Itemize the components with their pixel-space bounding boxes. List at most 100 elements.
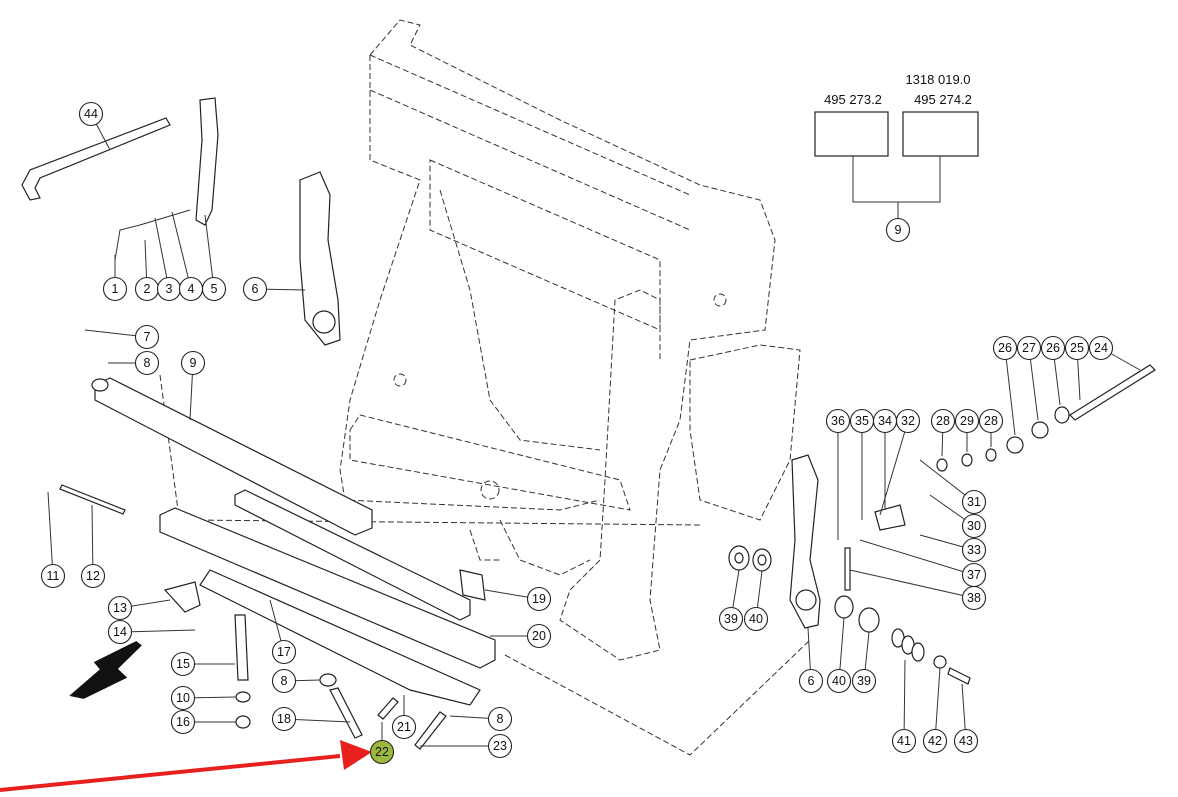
callout-16[interactable]: 16 (170, 709, 196, 735)
callout-27[interactable]: 27 (1016, 335, 1042, 361)
callout-circle (1064, 335, 1090, 361)
callout-label: 10 (176, 691, 190, 705)
callout-circle (369, 739, 395, 765)
callout-circle (885, 217, 911, 243)
wear-block-part (459, 569, 486, 601)
callout-label: 39 (724, 612, 738, 626)
callout-circle (134, 324, 160, 350)
callout-8[interactable]: 8 (487, 706, 513, 732)
callout-39[interactable]: 39 (851, 668, 877, 694)
callout-2[interactable]: 2 (134, 276, 160, 302)
callout-label: 37 (967, 568, 981, 582)
callout-20[interactable]: 20 (526, 623, 552, 649)
callout-circle (107, 595, 133, 621)
callout-circle (954, 408, 980, 434)
callout-7[interactable]: 7 (134, 324, 160, 350)
arm-bushing (312, 310, 336, 334)
sleeve-part (874, 504, 906, 531)
callout-label: 36 (831, 414, 845, 428)
callout-label: 16 (176, 715, 190, 729)
callout-36[interactable]: 36 (825, 408, 851, 434)
callout-label: 7 (144, 330, 151, 344)
callout-26[interactable]: 26 (992, 335, 1018, 361)
callout-22[interactable]: 22 (369, 739, 395, 765)
callout-circle (961, 585, 987, 611)
callout-35[interactable]: 35 (849, 408, 875, 434)
callout-label: 1 (112, 282, 119, 296)
callout-label: 29 (960, 414, 974, 428)
callout-circle (961, 489, 987, 515)
callout-circle (78, 101, 104, 127)
arm-bushing (795, 589, 817, 611)
callout-circle (826, 668, 852, 694)
callout-40[interactable]: 40 (826, 668, 852, 694)
callout-25[interactable]: 25 (1064, 335, 1090, 361)
callout-13[interactable]: 13 (107, 595, 133, 621)
callout-label: 26 (998, 341, 1012, 355)
callout-circle (1040, 335, 1066, 361)
crossbeam-part (94, 377, 496, 706)
callout-5[interactable]: 5 (201, 276, 227, 302)
callout-circle (40, 563, 66, 589)
callout-19[interactable]: 19 (526, 586, 552, 612)
callout-29[interactable]: 29 (954, 408, 980, 434)
callout-31[interactable]: 31 (961, 489, 987, 515)
callout-32[interactable]: 32 (895, 408, 921, 434)
callout-43[interactable]: 43 (953, 728, 979, 754)
callout-23[interactable]: 23 (487, 733, 513, 759)
callout-11[interactable]: 11 (40, 563, 66, 589)
callout-label: 35 (855, 414, 869, 428)
callout-18[interactable]: 18 (271, 706, 297, 732)
callout-8[interactable]: 8 (271, 668, 297, 694)
callout-17[interactable]: 17 (271, 639, 297, 665)
callout-label: 30 (967, 519, 981, 533)
callout-34[interactable]: 34 (872, 408, 898, 434)
callout-6[interactable]: 6 (242, 276, 268, 302)
callout-4[interactable]: 4 (178, 276, 204, 302)
callout-label: 40 (749, 612, 763, 626)
callout-39[interactable]: 39 (718, 606, 744, 632)
callout-33[interactable]: 33 (961, 537, 987, 563)
callout-6[interactable]: 6 (798, 668, 824, 694)
bushing-variants-box: 495 273.2 1318 019.0 495 274.2 (814, 72, 979, 218)
callout-14[interactable]: 14 (107, 619, 133, 645)
bolt-part (329, 687, 363, 739)
callout-circle (201, 276, 227, 302)
callout-label: 19 (532, 592, 546, 606)
callout-38[interactable]: 38 (961, 585, 987, 611)
bolt-part (377, 697, 399, 720)
callout-label: 26 (1046, 341, 1060, 355)
callout-label: 2 (144, 282, 151, 296)
callout-label: 14 (113, 625, 127, 639)
callout-label: 34 (878, 414, 892, 428)
callout-15[interactable]: 15 (170, 651, 196, 677)
callout-8[interactable]: 8 (134, 350, 160, 376)
callout-10[interactable]: 10 (170, 685, 196, 711)
part-number-left: 495 273.2 (824, 92, 882, 107)
callout-40[interactable]: 40 (743, 606, 769, 632)
callout-28[interactable]: 28 (930, 408, 956, 434)
leader-line (903, 659, 906, 742)
callout-circle (487, 733, 513, 759)
callout-42[interactable]: 42 (922, 728, 948, 754)
callout-24[interactable]: 24 (1088, 335, 1114, 361)
callout-circle (825, 408, 851, 434)
callout-28[interactable]: 28 (978, 408, 1004, 434)
callout-37[interactable]: 37 (961, 562, 987, 588)
callout-21[interactable]: 21 (391, 714, 417, 740)
callout-44[interactable]: 44 (78, 101, 104, 127)
callout-label: 18 (277, 712, 291, 726)
leader-line (47, 491, 54, 577)
callout-12[interactable]: 12 (80, 563, 106, 589)
callout-3[interactable]: 3 (156, 276, 182, 302)
callout-9[interactable]: 9 (180, 350, 206, 376)
callout-label: 20 (532, 629, 546, 643)
callout-label: 5 (211, 282, 218, 296)
callout-41[interactable]: 41 (891, 728, 917, 754)
callout-26[interactable]: 26 (1040, 335, 1066, 361)
direction-arrow-icon (69, 641, 142, 699)
callout-1[interactable]: 1 (102, 276, 128, 302)
callout-30[interactable]: 30 (961, 513, 987, 539)
leader-line (934, 667, 941, 742)
callout-9[interactable]: 9 (885, 217, 911, 243)
